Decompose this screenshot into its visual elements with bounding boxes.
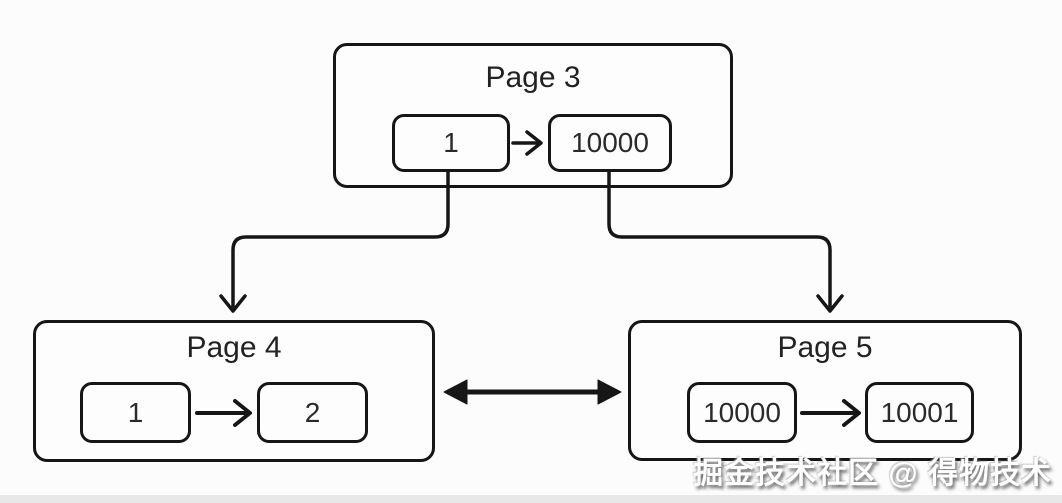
watermark-text: 掘金技术社区 @ 得物技术 (693, 457, 1052, 490)
page3-cell-key-10000: 10000 (548, 114, 672, 172)
connector-page3-to-page4 (219, 170, 450, 313)
page3-cell-key-1: 1 (392, 114, 510, 172)
arrow-page4-page5-bidirectional (443, 379, 622, 405)
footer-strip (0, 495, 1062, 503)
page5-cell-key-10001: 10001 (865, 382, 974, 443)
page4-cell-key-1: 1 (80, 382, 191, 443)
connector-page3-to-page5 (607, 170, 844, 313)
page3-title: Page 3 (485, 61, 581, 94)
page4-title: Page 4 (186, 331, 282, 364)
page5-cell-key-10000: 10000 (687, 382, 797, 443)
page4-node: Page 4 (33, 320, 435, 462)
page4-cell-key-2: 2 (257, 382, 368, 443)
page5-title: Page 5 (777, 331, 873, 364)
